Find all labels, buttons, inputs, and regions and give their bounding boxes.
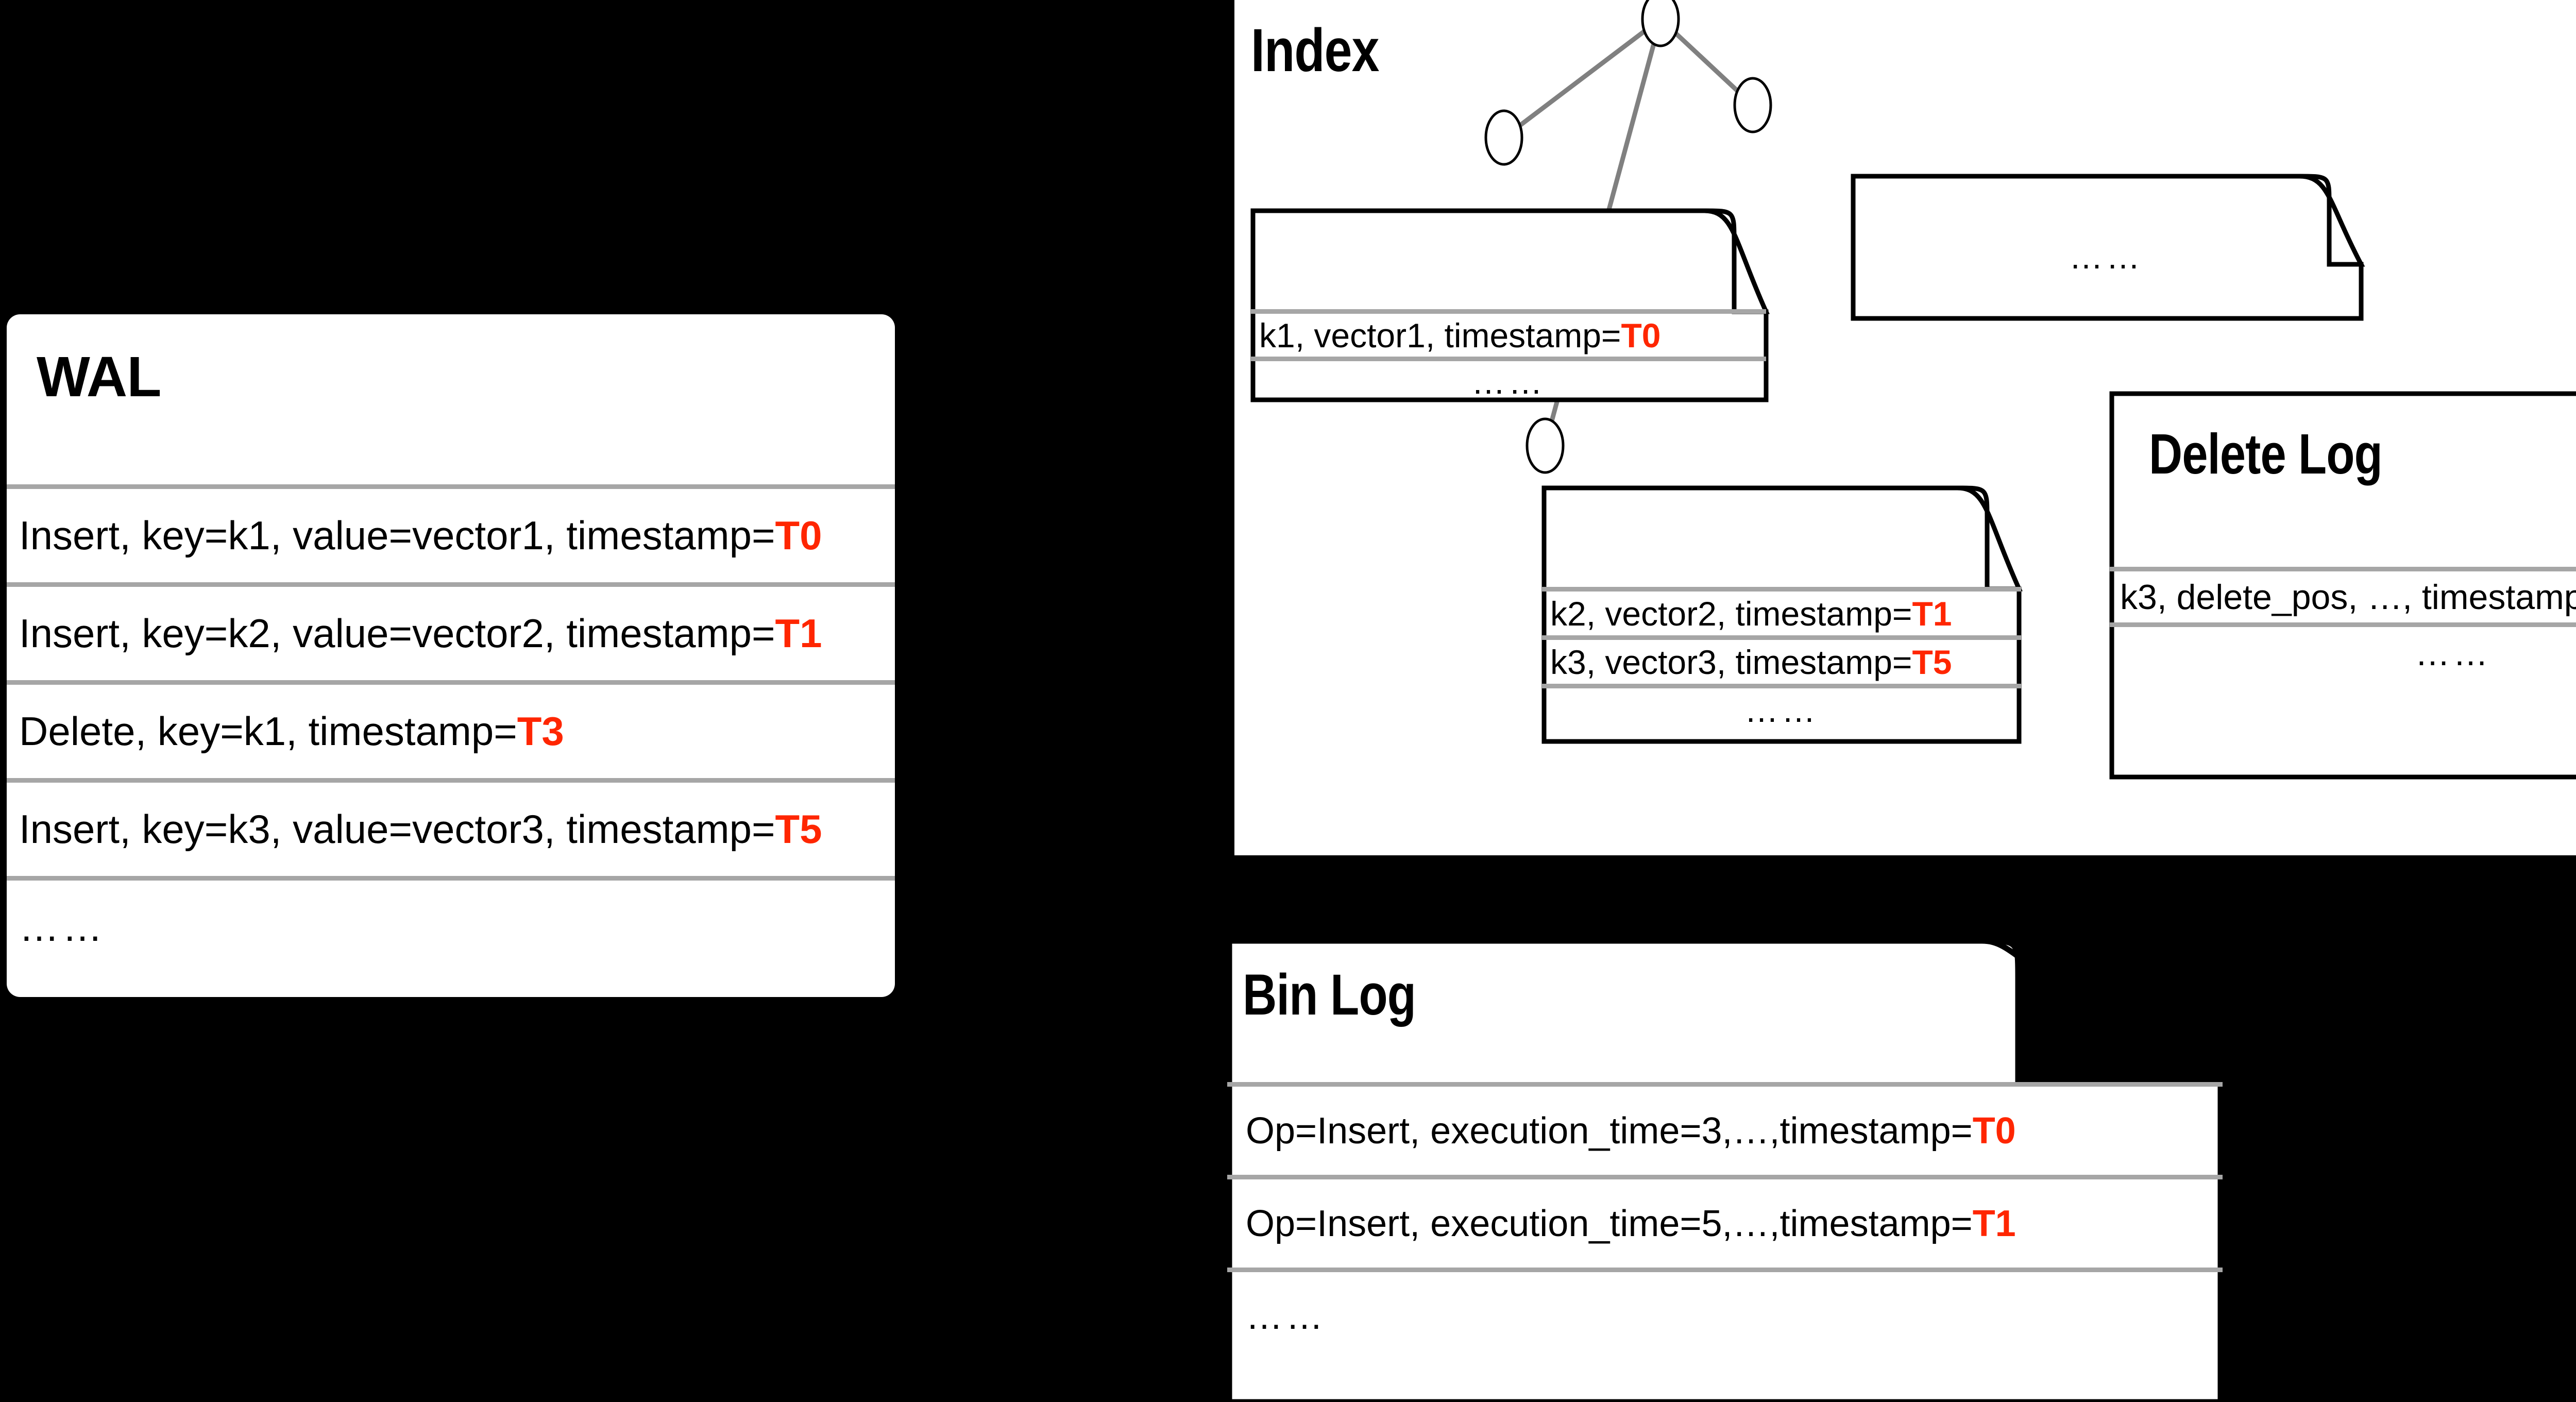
index-leaf-row-text: k2, vector2, timestamp= (1550, 594, 1912, 633)
bin-log-body: Bin Log Op=Insert, execution_time=3,…,ti… (1227, 939, 2223, 1402)
delete-log-row-text: k3, delete_pos, …, timestamp= (2120, 577, 2576, 617)
bin-log-row-timestamp: T0 (1972, 1110, 2016, 1152)
tree-node-middle (1526, 417, 1565, 474)
tree-node-root (1641, 0, 1680, 47)
wal-row: …… (7, 876, 895, 974)
index-leaf-row-text: k3, vector3, timestamp= (1550, 643, 1912, 681)
index-leaf-row-timestamp: T0 (1621, 316, 1661, 354)
bin-log-row: Op=Insert, execution_time=3,…,timestamp=… (1227, 1082, 2223, 1175)
index-leaf-row: k2, vector2, timestamp=T1 (1542, 587, 2021, 635)
index-leaf-k2k3-body: k2, vector2, timestamp=T1 k3, vector3, t… (1542, 486, 2021, 744)
wal-panel: WAL Insert, key=k1, value=vector1, times… (7, 314, 895, 997)
delete-log-rows: k3, delete_pos, …, timestamp=T3 …… (2110, 567, 2576, 679)
wal-row: Insert, key=k1, value=vector1, timestamp… (7, 484, 895, 582)
doc-outline (1851, 174, 2365, 321)
delete-log-panel: Delete Log k3, delete_pos, …, timestamp=… (2109, 391, 2576, 780)
wal-row: Insert, key=k2, value=vector2, timestamp… (7, 582, 895, 680)
index-title: Index (1251, 16, 1379, 85)
wal-title: WAL (37, 345, 161, 409)
wal-row: Delete, key=k1, timestamp=T3 (7, 680, 895, 778)
wal-row-text: …… (19, 904, 106, 950)
wal-row-text: Insert, key=k3, value=vector3, timestamp… (19, 806, 775, 852)
delete-log-title: Delete Log (2149, 423, 2383, 486)
tree-node-right (1733, 77, 1772, 133)
index-leaf-row-text: …… (2069, 238, 2143, 276)
bin-log-row: Op=Insert, execution_time=5,…,timestamp=… (1227, 1175, 2223, 1268)
index-leaf-row: k3, vector3, timestamp=T5 (1542, 635, 2021, 684)
wal-rows: Insert, key=k1, value=vector1, timestamp… (7, 484, 895, 974)
index-leaf-row-timestamp: T1 (1912, 594, 1952, 633)
doc-outline (2109, 391, 2576, 780)
index-leaf-row: k1, vector1, timestamp=T0 (1251, 309, 1766, 357)
wal-row: Insert, key=k3, value=vector3, timestamp… (7, 778, 895, 876)
index-leaf-k1: k1, vector1, timestamp=T0 …… (1250, 208, 1770, 402)
index-leaf-k1-body: k1, vector1, timestamp=T0 …… (1251, 209, 1766, 402)
doc-outline (1250, 208, 1770, 402)
bin-log-panel: Bin Log Op=Insert, execution_time=3,…,ti… (1226, 938, 2224, 1402)
bin-log-row-text: Op=Insert, execution_time=5,…,timestamp= (1246, 1203, 1973, 1244)
index-leaf-row: …… (1542, 684, 2021, 731)
bin-log-rows: Op=Insert, execution_time=3,…,timestamp=… (1227, 1082, 2223, 1360)
delete-log-row: …… (2110, 622, 2576, 679)
bin-log-row: …… (1227, 1268, 2223, 1360)
bin-log-row-text: …… (1246, 1295, 1326, 1337)
index-leaf-k1-rows: k1, vector1, timestamp=T0 …… (1251, 309, 1766, 402)
index-leaf-row-text: …… (1744, 690, 1819, 729)
wal-row-text: Insert, key=k2, value=vector2, timestamp… (19, 611, 775, 656)
index-leaf-k2k3-rows: k2, vector2, timestamp=T1 k3, vector3, t… (1542, 587, 2021, 731)
delete-log-row-text: …… (2415, 633, 2492, 673)
delete-log-body: Delete Log k3, delete_pos, …, timestamp=… (2110, 392, 2576, 779)
wal-row-timestamp: T3 (517, 708, 564, 754)
bin-log-title: Bin Log (1243, 962, 1416, 1027)
bin-log-row-timestamp: T1 (1972, 1203, 2016, 1244)
doc-outline (1226, 938, 2224, 1402)
tree-node-left (1484, 109, 1523, 166)
wal-row-timestamp: T5 (775, 806, 822, 852)
wal-row-text: Insert, key=k1, value=vector1, timestamp… (19, 513, 775, 558)
index-leaf-more: …… (1851, 174, 2365, 321)
tree-edge-root-right (1658, 17, 1755, 107)
bin-log-row-text: Op=Insert, execution_time=3,…,timestamp= (1246, 1110, 1973, 1152)
index-leaf-row-text: …… (1471, 362, 1546, 401)
index-leaf-more-body: …… (1851, 174, 2361, 320)
tree-edge-root-left (1502, 17, 1662, 140)
index-leaf-row: …… (1251, 357, 1766, 402)
wal-row-text: Delete, key=k1, timestamp= (19, 708, 517, 754)
wal-row-timestamp: T1 (775, 611, 822, 656)
delete-log-row: k3, delete_pos, …, timestamp=T3 (2110, 567, 2576, 622)
index-leaf-k2k3: k2, vector2, timestamp=T1 k3, vector3, t… (1541, 485, 2023, 744)
index-leaf-row-timestamp: T5 (1912, 643, 1952, 681)
index-leaf-row-text: k1, vector1, timestamp= (1259, 316, 1621, 354)
index-panel: Index k1, v (1234, 0, 2576, 855)
index-leaf-row: …… (1851, 236, 2361, 277)
wal-row-timestamp: T0 (775, 513, 822, 558)
